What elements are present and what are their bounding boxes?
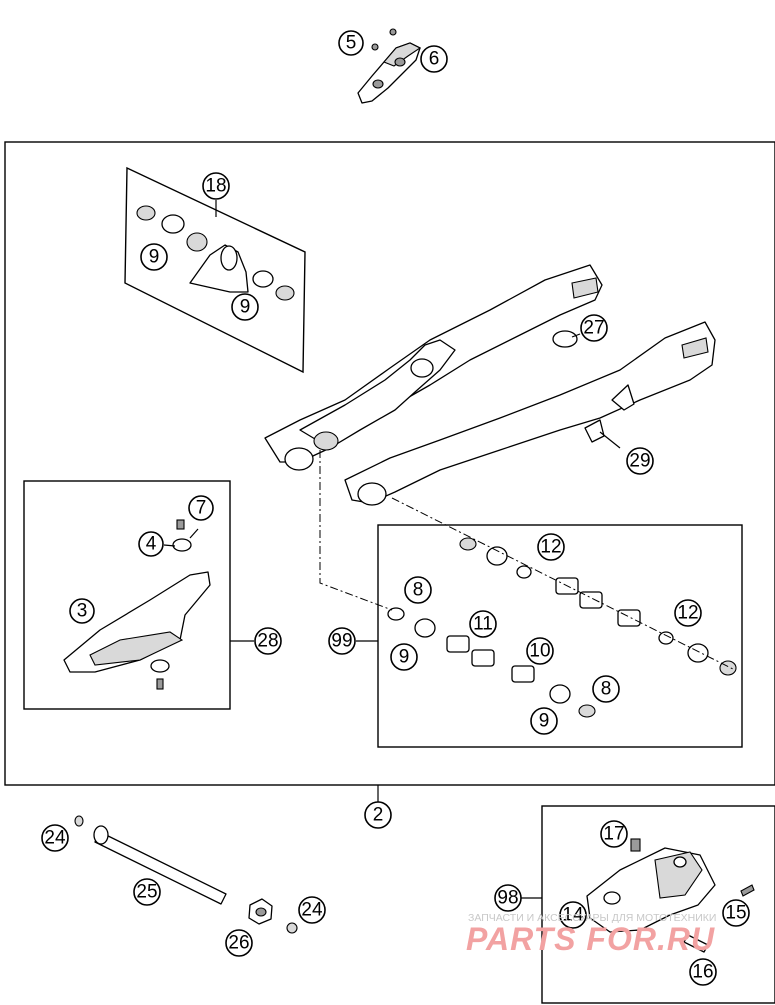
callout-4-label: 4 xyxy=(146,534,157,555)
watermark-caption: ЗАПЧАСТИ И АКСЕССУАРЫ ДЛЯ МОТОТЕХНИКИ xyxy=(468,912,716,924)
swingarm xyxy=(264,264,716,506)
callout-10-label: 10 xyxy=(529,641,550,662)
callout-16: 16 xyxy=(689,958,717,986)
callout-9-lower-label: 9 xyxy=(240,297,251,318)
callout-9-left-label: 9 xyxy=(399,647,410,668)
callout-16-label: 16 xyxy=(692,962,713,983)
chain-guide-kit-frame xyxy=(541,805,775,1004)
pivot-bearing-parts xyxy=(387,537,737,718)
washer-27 xyxy=(552,330,578,348)
chain-guide-kit xyxy=(586,838,755,953)
callout-12-lower: 12 xyxy=(674,599,702,627)
callout-3-label: 3 xyxy=(77,601,88,622)
callout-3: 3 xyxy=(69,598,95,624)
callout-24-left-label: 24 xyxy=(44,828,66,849)
callout-98: 98 xyxy=(494,884,522,912)
callout-9-lower: 9 xyxy=(231,293,259,321)
callout-4: 4 xyxy=(138,531,164,557)
chain-guide-frame xyxy=(23,480,231,710)
callout-7-label: 7 xyxy=(196,498,207,519)
callout-29-label: 29 xyxy=(629,451,650,472)
callout-2-label: 2 xyxy=(373,805,384,826)
chain-guide xyxy=(63,519,211,690)
clamp-part xyxy=(357,28,422,104)
callout-27: 27 xyxy=(580,314,608,342)
callout-9-left: 9 xyxy=(390,643,418,671)
callout-25-label: 25 xyxy=(136,882,157,903)
callout-18: 18 xyxy=(202,172,230,200)
callout-24-left: 24 xyxy=(41,824,69,852)
callout-17: 17 xyxy=(600,820,628,848)
callout-25: 25 xyxy=(133,878,161,906)
callout-12-upper-label: 12 xyxy=(540,537,561,558)
callout-14-label: 14 xyxy=(562,905,584,926)
callout-15-label: 15 xyxy=(725,903,746,924)
callout-9-bottom-label: 9 xyxy=(539,711,550,732)
callout-8-upper-label: 8 xyxy=(413,580,424,601)
callout-98-label: 98 xyxy=(497,888,518,909)
callout-12-lower-label: 12 xyxy=(677,603,698,624)
callout-8-lower: 8 xyxy=(592,675,620,703)
callout-8-upper: 8 xyxy=(404,576,432,604)
main-assembly-frame xyxy=(4,141,775,786)
callout-11: 11 xyxy=(469,610,497,638)
callout-14: 14 xyxy=(559,901,587,929)
callout-9-upper-label: 9 xyxy=(149,247,160,268)
callout-24-right: 24 xyxy=(298,896,326,924)
callout-9-bottom: 9 xyxy=(530,707,558,735)
callout-26-label: 26 xyxy=(228,933,249,954)
callout-17-label: 17 xyxy=(603,824,624,845)
pivot-axle xyxy=(74,815,298,934)
callout-12-upper: 12 xyxy=(537,533,565,561)
callout-5: 5 xyxy=(338,30,364,56)
callout-6-label: 6 xyxy=(429,49,440,70)
callout-99-label: 99 xyxy=(331,631,352,652)
callout-11-label: 11 xyxy=(473,614,493,635)
callout-8-lower-label: 8 xyxy=(601,679,612,700)
callout-6: 6 xyxy=(420,45,448,73)
callout-10: 10 xyxy=(526,637,554,665)
leader-lines xyxy=(163,200,621,899)
bearing-kit-frame xyxy=(124,166,306,374)
callout-29: 29 xyxy=(626,447,654,475)
callout-7: 7 xyxy=(188,495,214,521)
callout-9-upper: 9 xyxy=(140,243,168,271)
callout-26: 26 xyxy=(225,929,253,957)
callout-27-label: 27 xyxy=(583,318,604,339)
axis-lines xyxy=(319,450,736,671)
callout-15: 15 xyxy=(722,899,750,927)
callout-28-label: 28 xyxy=(257,631,278,652)
callout-28: 28 xyxy=(254,627,282,655)
callout-2: 2 xyxy=(364,801,392,829)
callout-5-label: 5 xyxy=(346,33,357,54)
callout-99: 99 xyxy=(328,627,356,655)
bearing-kit-parts xyxy=(136,205,295,301)
callout-18-label: 18 xyxy=(205,176,226,197)
callout-24-right-label: 24 xyxy=(301,900,323,921)
watermark-logo: PARTS FOR.RU xyxy=(466,921,715,957)
pivot-bearing-frame xyxy=(377,524,743,748)
